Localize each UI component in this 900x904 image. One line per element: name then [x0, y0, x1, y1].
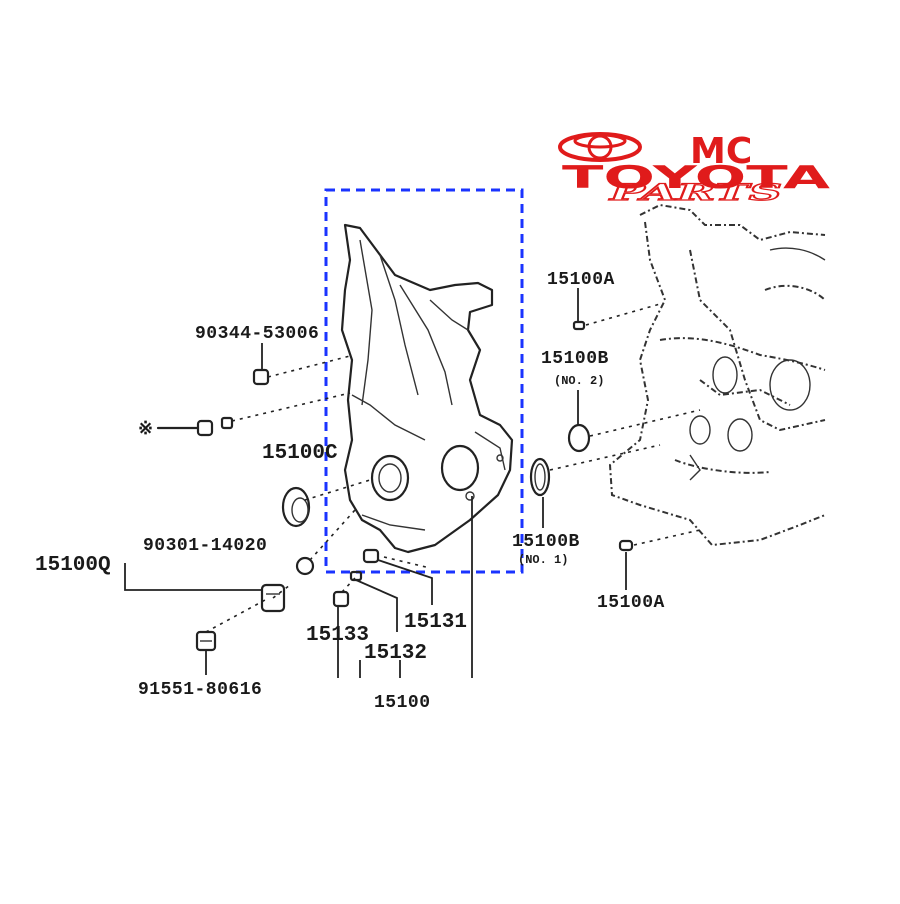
- omc-toyota-logo: MC TOYOTA PARTS: [558, 131, 830, 207]
- bolt-asterisk-icon[interactable]: [156, 416, 234, 437]
- label-15100q: 15100Q: [35, 554, 111, 577]
- label-15100b-no1: 15100B: [512, 532, 580, 552]
- label-no1-note: (NO. 1): [518, 553, 568, 567]
- label-15132: 15132: [364, 642, 427, 665]
- logo-mc-text: MC: [690, 131, 752, 172]
- label-91551: 91551-80616: [138, 680, 262, 700]
- oring-15100b-no2[interactable]: [567, 423, 591, 453]
- leader-lines: [124, 288, 627, 678]
- label-90344: 90344-53006: [195, 324, 319, 344]
- logo-parts-text: PARTS: [608, 180, 782, 206]
- toyota-emblem-icon: [558, 132, 642, 162]
- alignment-lines: [205, 303, 701, 633]
- nut-90344-icon[interactable]: [252, 368, 270, 386]
- label-15100a-top: 15100A: [547, 270, 615, 290]
- dowel-pin-bottom-icon[interactable]: [618, 539, 634, 552]
- part-15133-icon[interactable]: [332, 590, 350, 608]
- label-15133: 15133: [306, 624, 369, 647]
- label-15100c: 15100C: [262, 442, 338, 465]
- label-15131: 15131: [404, 611, 467, 634]
- gasket-15100b-no1[interactable]: [529, 457, 551, 497]
- label-15100: 15100: [374, 693, 431, 713]
- label-15100a-bottom: 15100A: [597, 593, 665, 613]
- logo-brand-text: TOYOTA: [562, 160, 830, 196]
- asterisk-mark: ※: [138, 420, 154, 440]
- selection-box[interactable]: [324, 188, 524, 574]
- bolt-91551-icon[interactable]: [195, 630, 217, 652]
- dowel-pin-top-icon[interactable]: [572, 320, 586, 331]
- fitting-15100q-icon[interactable]: [260, 583, 286, 613]
- engine-block-outline: [608, 203, 826, 547]
- oil-seal-15100c-icon[interactable]: [281, 486, 311, 528]
- oring-90301-icon[interactable]: [295, 556, 315, 576]
- timing-chain-cover[interactable]: [340, 223, 514, 554]
- part-15131-icon[interactable]: [362, 548, 380, 564]
- label-no2-note: (NO. 2): [554, 374, 604, 388]
- label-15100b-no2: 15100B: [541, 349, 609, 369]
- label-90301: 90301-14020: [143, 536, 267, 556]
